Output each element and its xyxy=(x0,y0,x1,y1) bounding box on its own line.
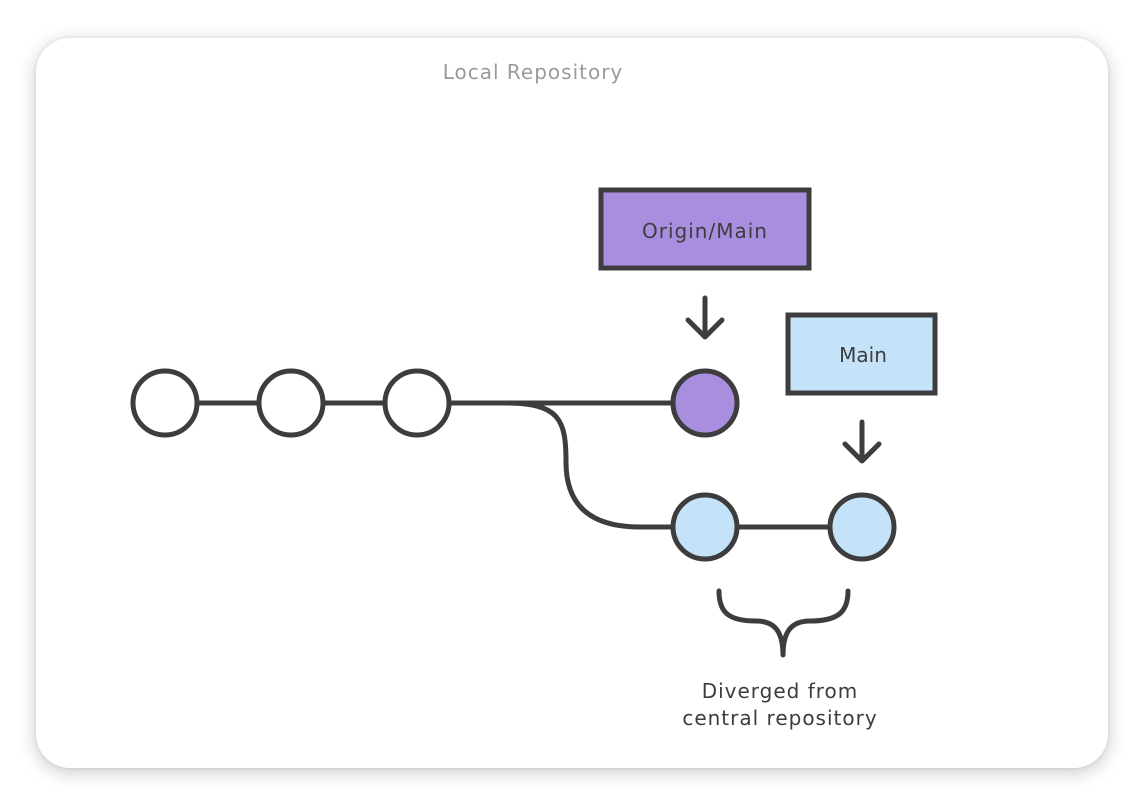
arrow-down-icon xyxy=(842,419,882,464)
brace-icon xyxy=(716,588,851,658)
commit-node xyxy=(130,368,200,438)
arrow-down-icon xyxy=(685,295,725,340)
branch-link xyxy=(502,400,676,530)
panel-title: Local Repository xyxy=(442,60,624,84)
local-commit xyxy=(670,492,740,562)
main-label: Main xyxy=(839,343,887,367)
origin-main-commit xyxy=(670,368,740,438)
origin-main-label: Origin/Main xyxy=(642,219,768,243)
origin-main-label-box xyxy=(598,187,812,271)
diverged-caption-line2: central repository xyxy=(682,706,877,730)
commit-node xyxy=(382,368,452,438)
commit-node xyxy=(256,368,326,438)
main-commit xyxy=(827,492,897,562)
main-label-box xyxy=(785,312,938,396)
diverged-caption-line1: Diverged from xyxy=(702,679,859,703)
